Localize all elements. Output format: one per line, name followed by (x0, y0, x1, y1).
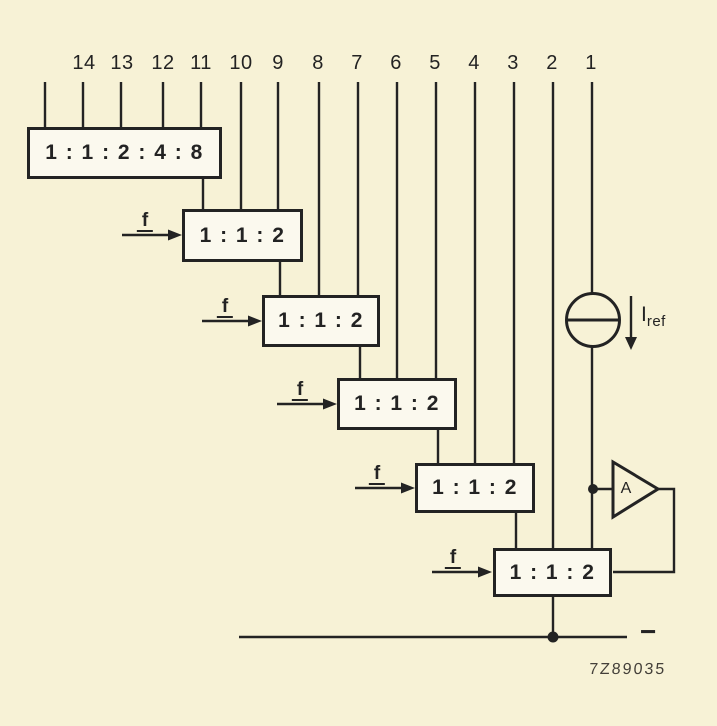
pin-label-7: 7 (351, 52, 363, 74)
divider-box-msb-label: 1 : 1 : 2 : 4 : 8 (45, 141, 204, 164)
clock-arrowhead-3 (248, 315, 262, 327)
clock-label-5: f (368, 464, 386, 485)
amplifier-label: A (620, 480, 632, 497)
pin-label-12: 12 (151, 52, 175, 74)
divider-box-6-label: 1 : 1 : 2 (509, 560, 596, 584)
divider-box-5-label: 1 : 1 : 2 (432, 476, 518, 499)
divider-box-4-label: 1 : 1 : 2 (354, 392, 440, 415)
iref-label-sub: ref (646, 313, 666, 330)
pin-lines (43, 82, 594, 548)
pin-label-3: 3 (507, 52, 519, 74)
pin-label-9: 9 (272, 52, 284, 74)
divider-box-2: 1 : 1 : 2 (182, 209, 303, 262)
divider-box-6: 1 : 1 : 2 (493, 548, 612, 597)
iref-arrowhead (625, 337, 637, 350)
divider-box-3-label: 1 : 1 : 2 (278, 309, 364, 332)
divider-connectors (201, 179, 555, 637)
clock-arrowhead-2 (168, 229, 182, 241)
amplifier-triangle (611, 459, 661, 520)
figure-code: 7Z89035 (588, 661, 667, 678)
clock-arrows (122, 233, 479, 574)
divider-box-4: 1 : 1 : 2 (337, 378, 457, 430)
divider-box-2-label: 1 : 1 : 2 (199, 223, 286, 247)
pin-label-4: 4 (468, 52, 480, 74)
pin-label-10: 10 (229, 52, 253, 74)
clock-arrowhead-5 (401, 482, 415, 494)
output-junction-dot (547, 631, 559, 643)
pin-label-11: 11 (190, 52, 212, 74)
clock-arrowhead-6 (478, 566, 492, 578)
divider-box-3: 1 : 1 : 2 (262, 295, 380, 347)
iref-label-main: I (641, 303, 647, 326)
output-polarity-mark: − (640, 616, 657, 647)
iref-label: Iref (641, 303, 666, 330)
pin-label-1: 1 (585, 52, 597, 74)
clock-label-2: f (136, 211, 154, 232)
pin-label-13: 13 (110, 52, 134, 74)
amp-input-junction-dot (588, 484, 598, 494)
pin-label-14: 14 (72, 52, 96, 74)
pin-label-8: 8 (312, 52, 324, 74)
clock-arrowhead-4 (323, 398, 337, 410)
pin-label-2: 2 (546, 52, 558, 74)
clock-label-3: f (216, 297, 234, 318)
divider-box-5: 1 : 1 : 2 (415, 463, 535, 513)
amp-feedback-line (613, 487, 676, 574)
clock-label-6: f (444, 548, 462, 569)
divider-box-msb: 1 : 1 : 2 : 4 : 8 (27, 127, 222, 179)
pin-label-6: 6 (390, 52, 402, 74)
pin-label-5: 5 (429, 52, 441, 74)
clock-label-4: f (291, 380, 309, 401)
